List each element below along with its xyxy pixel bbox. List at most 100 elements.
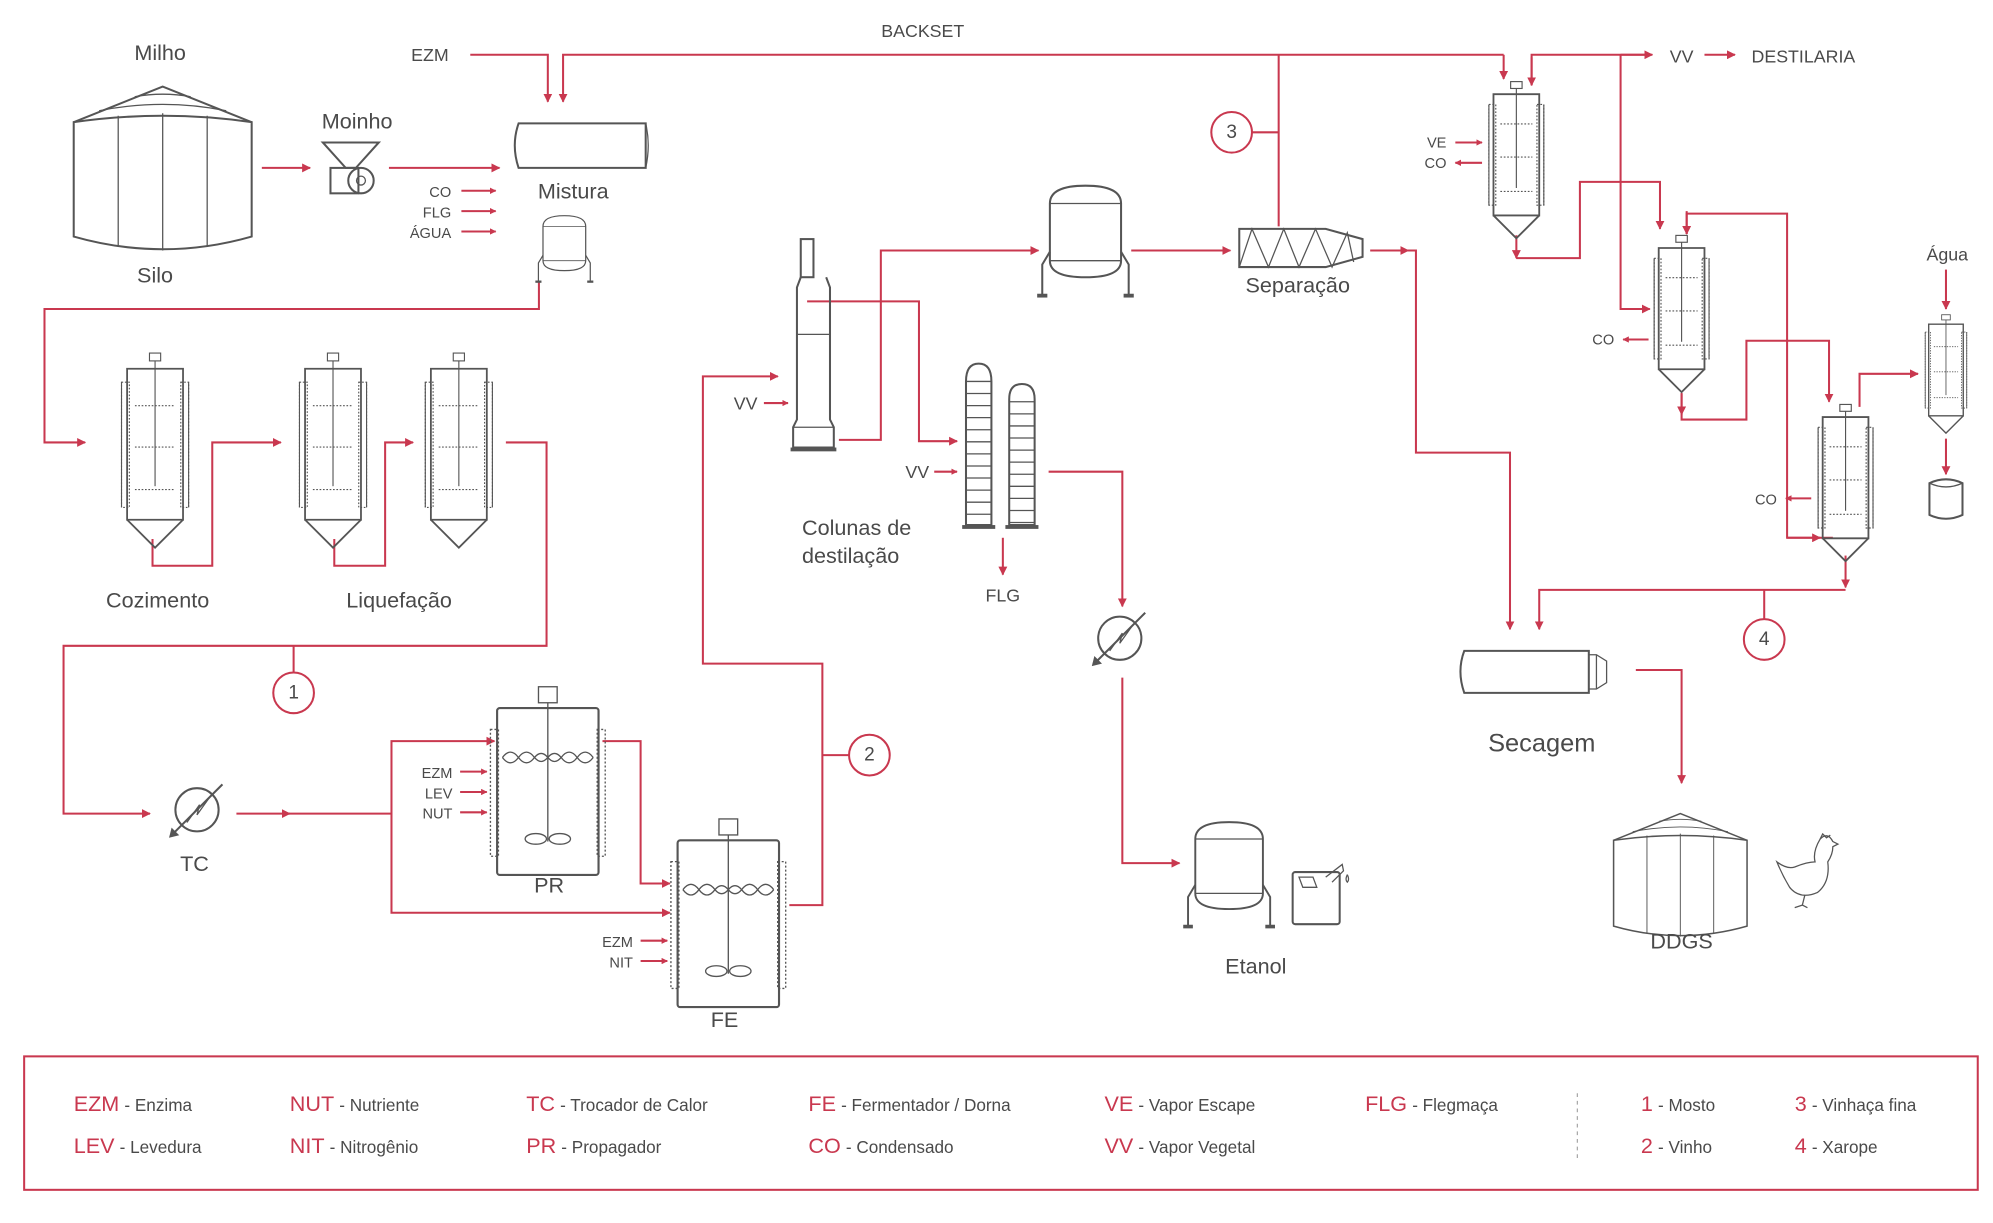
legend-abbr: VV — [1105, 1133, 1134, 1158]
label-vv-column-1: VV — [734, 393, 758, 413]
silo-milho-icon — [72, 85, 253, 252]
legend-abbr: PR — [526, 1133, 556, 1158]
legend-item-vv: VV- Vapor Vegetal — [1105, 1133, 1256, 1158]
label-secagem: Secagem — [1488, 729, 1595, 757]
legend-stream-definition: - Mosto — [1658, 1095, 1715, 1115]
label-tc: TC — [180, 851, 209, 876]
mistura-tank-icon — [534, 215, 594, 284]
legend-abbr: CO — [808, 1133, 840, 1158]
legend-item-ezm: EZM- Enzima — [74, 1091, 193, 1116]
legend-definition: - Trocador de Calor — [560, 1095, 708, 1115]
rectification-columns-icon — [962, 362, 1039, 529]
label-ezm-top: EZM — [411, 45, 449, 65]
legend-item-nut: NUT- Nutriente — [290, 1091, 420, 1116]
input-arrows — [460, 139, 1812, 965]
legend-definition: - Vapor Escape — [1138, 1095, 1255, 1115]
moinho-icon — [320, 141, 382, 195]
svg-text:1: 1 — [288, 682, 299, 703]
label-fe-ezm: EZM — [602, 935, 633, 951]
legend-stream-4: 4- Xarope — [1795, 1133, 1878, 1158]
label-pr-ezm: EZM — [422, 766, 453, 782]
stream-badge-2: 2 — [848, 733, 891, 777]
stream-badge-3: 3 — [1210, 110, 1253, 154]
pr-propagator-icon — [489, 685, 607, 876]
legend-item-flg: FLG- Flegmaça — [1365, 1091, 1498, 1116]
chicken-icon — [1775, 832, 1840, 909]
label-ve-in: VE — [1427, 136, 1447, 152]
stream-badge-4: 4 — [1742, 618, 1786, 661]
label-cozimento: Cozimento — [106, 588, 209, 613]
label-vv-column-2: VV — [905, 462, 929, 482]
label-backset: BACKSET — [881, 21, 964, 41]
legend-abbr: NUT — [290, 1091, 334, 1116]
svg-text:3: 3 — [1226, 122, 1237, 143]
legend-stream-number: 3 — [1795, 1091, 1807, 1116]
water-drum-icon — [1928, 478, 1964, 520]
legend-definition: - Flegmaça — [1412, 1095, 1498, 1115]
legend-stream-number: 2 — [1641, 1133, 1653, 1158]
legend-item-lev: LEV- Levedura — [74, 1133, 202, 1158]
legend-definition: - Levedura — [120, 1137, 202, 1157]
label-co-evap1: CO — [1425, 156, 1447, 172]
label-destilaria: DESTILARIA — [1752, 46, 1856, 66]
svg-text:4: 4 — [1759, 629, 1770, 650]
legend-abbr: TC — [526, 1091, 555, 1116]
label-pr-nut: NUT — [422, 807, 452, 823]
legend-stream-3: 3- Vinhaça fina — [1795, 1091, 1917, 1116]
label-mistura: Mistura — [538, 178, 610, 203]
legend-item-pr: PR- Propagador — [526, 1133, 661, 1158]
legend-definition: - Enzima — [124, 1095, 192, 1115]
svg-text:2: 2 — [864, 745, 875, 766]
label-colunas-1: Colunas de — [802, 515, 911, 540]
secagem-dryer-icon — [1459, 649, 1608, 694]
label-milho: Milho — [134, 40, 186, 65]
label-liquefacao: Liquefação — [346, 588, 452, 613]
legend-definition: - Condensado — [846, 1137, 954, 1157]
legend-box — [23, 1055, 1979, 1191]
mistura-drum-icon — [513, 122, 649, 169]
legend-definition: - Vapor Vegetal — [1138, 1137, 1255, 1157]
legend-abbr: FLG — [1365, 1091, 1407, 1116]
legend-abbr: VE — [1105, 1091, 1134, 1116]
label-mix-agua: ÁGUA — [410, 225, 452, 242]
legend-abbr: LEV — [74, 1133, 115, 1158]
liquefacao-tank-2-icon — [424, 352, 494, 549]
evaporator-1-icon — [1487, 80, 1545, 240]
legend-abbr: EZM — [74, 1091, 120, 1116]
label-separacao: Separação — [1246, 272, 1350, 297]
liquefacao-tank-1-icon — [298, 352, 368, 549]
label-co-evap3: CO — [1755, 493, 1777, 509]
legend-definition: - Fermentador / Dorna — [841, 1095, 1011, 1115]
label-etanol: Etanol — [1225, 954, 1286, 979]
fuel-canister-icon — [1291, 863, 1350, 926]
evaporator-4-icon — [1924, 314, 1968, 434]
tc-heat-exchanger-icon — [168, 783, 224, 839]
legend-stream-number: 4 — [1795, 1133, 1807, 1158]
legend-item-tc: TC- Trocador de Calor — [526, 1091, 708, 1116]
legend-item-fe: FE- Fermentador / Dorna — [808, 1091, 1011, 1116]
evaporator-3-icon — [1817, 403, 1874, 563]
label-pr-lev: LEV — [425, 786, 453, 802]
label-vv-out: VV — [1670, 46, 1694, 66]
silo-ddgs-icon — [1612, 812, 1748, 938]
label-pr: PR — [534, 872, 564, 897]
evaporator-2-icon — [1653, 234, 1710, 394]
etanol-tank-icon — [1182, 821, 1276, 930]
legend-definition: - Nitrogênio — [330, 1137, 419, 1157]
distillation-column-icon — [790, 238, 837, 452]
label-mix-flg: FLG — [423, 205, 451, 221]
hx-etanol-icon — [1090, 611, 1147, 668]
legend-abbr: NIT — [290, 1133, 325, 1158]
cozimento-tank-icon — [120, 352, 190, 549]
legend-stream-number: 1 — [1641, 1091, 1653, 1116]
label-agua: Água — [1926, 245, 1968, 265]
label-flg-out: FLG — [986, 585, 1021, 605]
legend-item-nit: NIT- Nitrogênio — [290, 1133, 418, 1158]
legend-item-co: CO - Condensado — [808, 1133, 953, 1158]
label-silo: Silo — [137, 262, 173, 287]
label-mix-co: CO — [429, 185, 451, 201]
legend-stream-definition: - Vinho — [1658, 1137, 1712, 1157]
legend-stream-definition: - Vinhaça fina — [1812, 1095, 1917, 1115]
